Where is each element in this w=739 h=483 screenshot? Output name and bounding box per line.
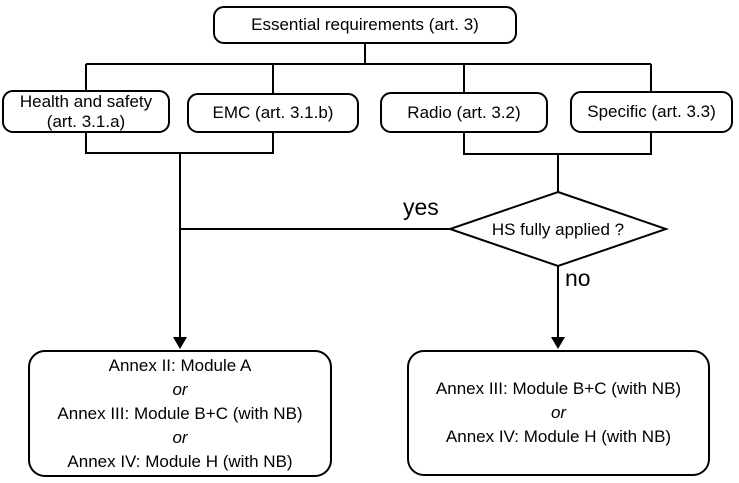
node-radio: Radio (art. 3.2) (380, 92, 548, 133)
node-health-and-safety: Health and safety (art. 3.1.a) (2, 90, 170, 133)
arrowhead-down-left-icon (173, 337, 187, 349)
node-annex-options-right: Annex III: Module B+C (with NB) or Annex… (407, 350, 710, 476)
node-specific-label: Specific (art. 3.3) (587, 102, 716, 121)
decision-diamond-shape (446, 190, 670, 268)
annex-left-or-1: or (172, 379, 188, 399)
edge-label-yes: yes (403, 194, 439, 220)
annex-left-line-3: Annex IV: Module H (with NB) (67, 451, 293, 471)
connector-lines-top (85, 44, 652, 93)
node-health-and-safety-label-line2: (art. 3.1.a) (46, 111, 126, 131)
node-essential-requirements: Essential requirements (art. 3) (213, 6, 517, 44)
node-emc-label: EMC (art. 3.1.b) (212, 103, 334, 122)
node-essential-requirements-label: Essential requirements (art. 3) (251, 15, 479, 34)
node-emc: EMC (art. 3.1.b) (187, 93, 359, 133)
node-specific: Specific (art. 3.3) (570, 91, 733, 133)
node-radio-label: Radio (art. 3.2) (407, 102, 521, 122)
edge-label-no: no (565, 265, 591, 291)
annex-left-line-1: Annex II: Module A (108, 355, 252, 375)
node-annex-options-left: Annex II: Module A or Annex III: Module … (28, 350, 332, 477)
node-health-and-safety-label-line1: Health and safety (19, 91, 153, 111)
connector-lines-left-join (85, 133, 274, 340)
annex-right-line-2: Annex IV: Module H (with NB) (445, 427, 672, 446)
arrowhead-down-right-icon (551, 337, 565, 349)
connector-lines-right-join (463, 133, 652, 193)
annex-right-or-1: or (550, 403, 567, 422)
annex-left-or-2: or (172, 427, 188, 447)
annex-right-line-1: Annex III: Module B+C (with NB) (435, 379, 682, 398)
annex-left-line-2: Annex III: Module B+C (with NB) (57, 403, 303, 423)
decision-hs-fully-applied-label: HS fully applied ? (491, 220, 625, 239)
